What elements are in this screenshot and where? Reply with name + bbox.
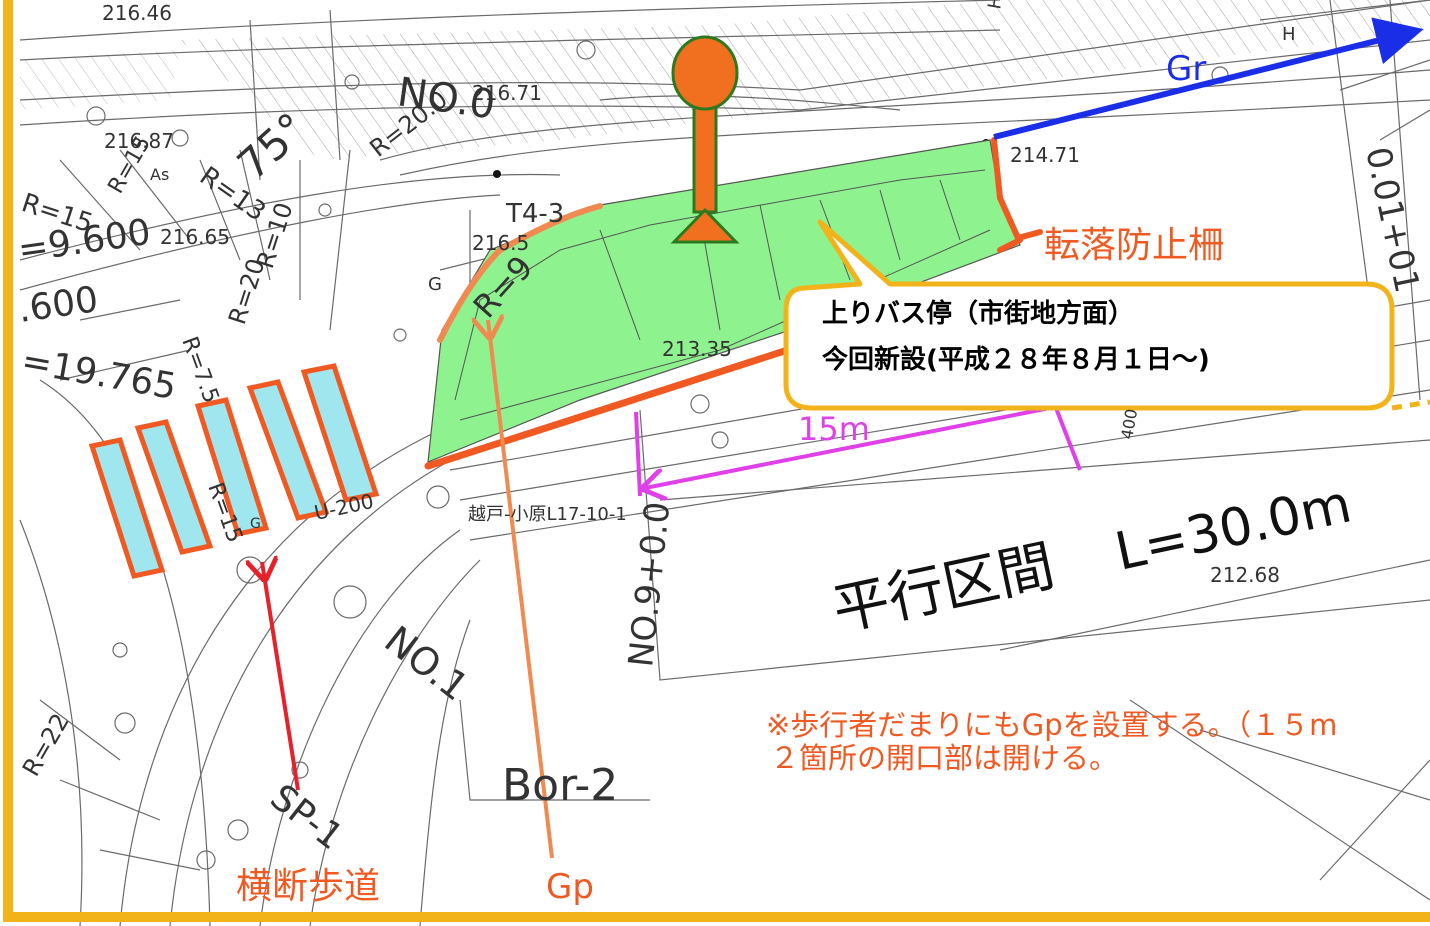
crosswalk-label: 横断歩道 — [236, 866, 380, 907]
svg-text:216.71: 216.71 — [472, 81, 542, 105]
callout-bubble: 上りバス停（市街地方面） 今回新設(平成２８年８月１日〜) — [783, 219, 1395, 411]
parallel-section-label: 平行区間 — [827, 534, 1060, 644]
svg-text:H: H — [984, 0, 1007, 11]
svg-text:G: G — [250, 516, 261, 532]
svg-text:216.87: 216.87 — [104, 129, 174, 153]
svg-text:216.5: 216.5 — [472, 231, 529, 255]
note-line2: ２箇所の開口部は開ける。 — [770, 741, 1118, 775]
svg-text:=19.765: =19.765 — [18, 340, 179, 407]
svg-text:T4-3: T4-3 — [505, 199, 564, 229]
svg-text:H: H — [1282, 24, 1296, 45]
svg-text:NO.1: NO.1 — [376, 617, 476, 709]
svg-text:214.71: 214.71 — [1010, 143, 1080, 167]
svg-text:.600: .600 — [16, 279, 101, 331]
gp-arrow — [488, 320, 554, 859]
svg-text:Bor-2: Bor-2 — [502, 760, 618, 811]
svg-text:216.65: 216.65 — [160, 225, 230, 249]
svg-text:越戸-小原L17-10-1: 越戸-小原L17-10-1 — [468, 504, 627, 525]
dotted-extension — [1391, 399, 1430, 411]
gr-label: Gr — [1166, 49, 1206, 89]
svg-text:216.46: 216.46 — [102, 1, 172, 25]
svg-text:212.68: 212.68 — [1210, 563, 1280, 587]
svg-text:NO.9+0.0: NO.9+0.0 — [621, 500, 678, 669]
svg-text:0.01+01: 0.01+01 — [1357, 144, 1427, 297]
svg-text:213.35: 213.35 — [662, 337, 732, 361]
svg-text:R=22: R=22 — [17, 709, 75, 781]
gr-arrow — [993, 17, 1424, 140]
note-line1: ※歩行者だまりにもGpを設置する。（１５m — [766, 708, 1337, 742]
fence-label: 転落防止柵 — [1044, 225, 1224, 266]
svg-text:SP-1: SP-1 — [262, 777, 350, 858]
crosswalk-arrow — [262, 562, 300, 791]
svg-text:R=7.5: R=7.5 — [176, 334, 223, 407]
callout-line2: 今回新設(平成２８年８月１日〜) — [822, 344, 1210, 375]
gp-label: Gp — [546, 867, 594, 907]
cad-linework — [19, 0, 1430, 926]
fence-lines — [424, 137, 1043, 470]
callout-line1: 上りバス停（市街地方面） — [822, 298, 1134, 329]
distance-label: 15m — [798, 410, 870, 448]
crosswalk — [88, 363, 380, 579]
distance-15m-arrow — [634, 404, 1082, 496]
bus-stop-sign-icon — [670, 35, 740, 244]
svg-text:R=20: R=20 — [223, 255, 270, 328]
svg-text:G: G — [428, 274, 442, 295]
svg-text:As: As — [150, 165, 169, 184]
frame-border — [3, 0, 1430, 922]
